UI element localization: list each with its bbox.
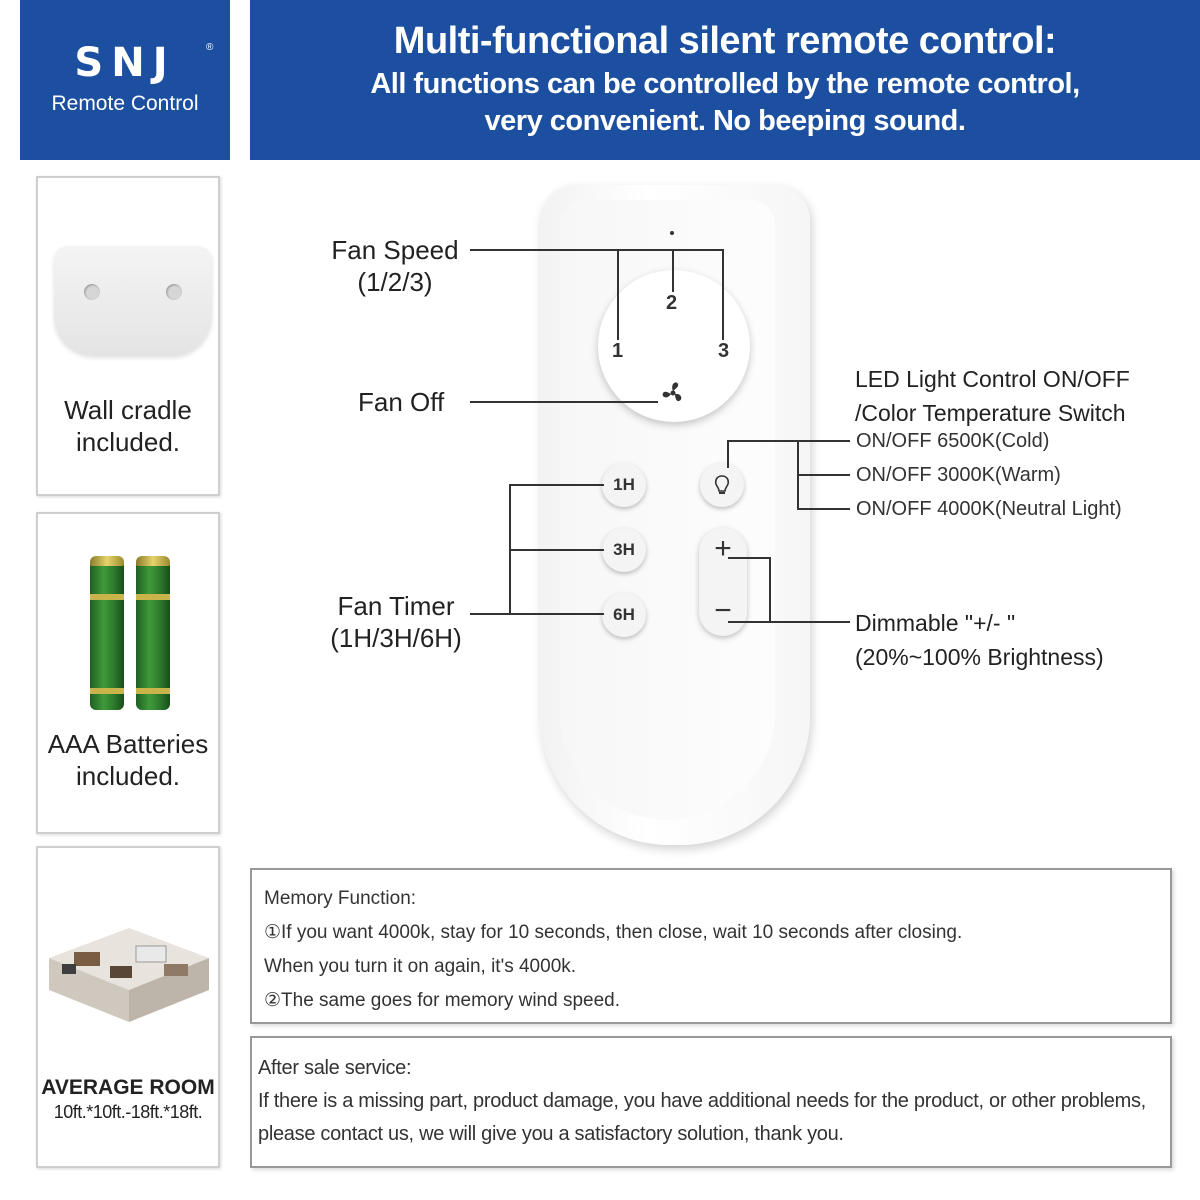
fan-timer-label: Fan Timer (1H/3H/6H) bbox=[326, 590, 466, 654]
indicator-dot bbox=[670, 231, 674, 235]
after-sale-line1: If there is a missing part, product dama… bbox=[258, 1090, 1146, 1112]
led-option-cold: ON/OFF 6500K(Cold) bbox=[856, 430, 1050, 452]
header-banner bbox=[250, 0, 1200, 160]
battery-stripe bbox=[136, 688, 170, 694]
after-sale-text: After sale service: If there is a missin… bbox=[258, 1052, 1170, 1151]
memory-function-line1: ①If you want 4000k, stay for 10 seconds,… bbox=[264, 922, 963, 943]
batteries-card bbox=[36, 512, 220, 834]
dimmer-plus-button[interactable]: + bbox=[714, 532, 732, 565]
fan-speed-dial[interactable] bbox=[598, 270, 750, 422]
after-sale-box bbox=[250, 1036, 1172, 1168]
memory-function-text: Memory Function: ①If you want 4000k, sta… bbox=[264, 882, 1164, 1018]
room-label-size: 10ft.*10ft.-18ft.*18ft. bbox=[53, 1102, 203, 1122]
wall-cradle-label: Wall cradle included. bbox=[38, 394, 218, 458]
aaa-batteries-icon bbox=[90, 556, 180, 710]
batteries-label-line1: AAA Batteries bbox=[47, 729, 209, 759]
led-option-neutral: ON/OFF 4000K(Neutral Light) bbox=[856, 498, 1122, 520]
timer-1h-button[interactable]: 1H bbox=[602, 463, 646, 507]
speed-1-label: 1 bbox=[612, 340, 624, 362]
led-control-label: LED Light Control ON/OFF /Color Temperat… bbox=[855, 362, 1130, 430]
header-subtitle: All functions can be controlled by the r… bbox=[250, 66, 1200, 140]
fan-timer-label-line1: Fan Timer bbox=[337, 591, 455, 621]
battery-stripe bbox=[136, 594, 170, 600]
memory-function-line2: When you turn it on again, it's 4000k. bbox=[264, 956, 577, 977]
brand-subtitle: Remote Control bbox=[51, 92, 199, 115]
wall-cradle-icon bbox=[54, 246, 212, 356]
screw-hole-icon bbox=[84, 284, 100, 300]
fan-timer-label-line2: (1H/3H/6H) bbox=[330, 623, 462, 653]
memory-function-box bbox=[250, 868, 1172, 1024]
dimmer-minus-button[interactable]: − bbox=[714, 594, 732, 627]
dimmer-rocker bbox=[699, 528, 747, 636]
batteries-label-line2: included. bbox=[75, 761, 181, 791]
light-toggle-button[interactable] bbox=[700, 463, 744, 507]
page-title: Multi-functional silent remote control: bbox=[393, 20, 1057, 62]
header-subtitle-line2: very convenient. No beeping sound. bbox=[484, 105, 966, 137]
battery-stripe bbox=[90, 594, 124, 600]
dimmable-label: Dimmable "+/- " (20%~100% Brightness) bbox=[855, 606, 1104, 674]
speed-2-label: 2 bbox=[666, 292, 678, 314]
fan-icon bbox=[662, 382, 682, 402]
fan-speed-label: Fan Speed (1/2/3) bbox=[330, 234, 460, 298]
bulb-icon bbox=[714, 475, 730, 494]
timer-3h-button[interactable]: 3H bbox=[602, 528, 646, 572]
batteries-label: AAA Batteries included. bbox=[38, 728, 218, 792]
led-control-label-line1: LED Light Control ON/OFF bbox=[855, 366, 1130, 392]
header-subtitle-line1: All functions can be controlled by the r… bbox=[370, 68, 1080, 100]
battery-cap bbox=[90, 556, 124, 566]
after-sale-line2: please contact us, we will give you a sa… bbox=[258, 1123, 844, 1145]
after-sale-title: After sale service: bbox=[258, 1057, 412, 1079]
battery-icon bbox=[90, 556, 124, 710]
wall-cradle-label-line1: Wall cradle bbox=[64, 395, 192, 425]
brand-logo: SNJ bbox=[74, 40, 176, 86]
battery-cap bbox=[136, 556, 170, 566]
fan-speed-label-line2: (1/2/3) bbox=[357, 267, 433, 297]
brand-logo-panel bbox=[20, 0, 230, 160]
fan-speed-label-line1: Fan Speed bbox=[331, 235, 459, 265]
memory-function-title: Memory Function: bbox=[264, 888, 417, 909]
registered-mark: ® bbox=[206, 42, 214, 53]
memory-function-line3: ②The same goes for memory wind speed. bbox=[264, 990, 621, 1011]
wall-cradle-label-line2: included. bbox=[75, 427, 181, 457]
room-label-title: AVERAGE ROOM bbox=[41, 1076, 215, 1099]
speed-3-label: 3 bbox=[718, 340, 730, 362]
room-illustration-icon bbox=[49, 928, 209, 1022]
dimmable-label-line1: Dimmable "+/- " bbox=[855, 610, 1016, 636]
dimmable-label-line2: (20%~100% Brightness) bbox=[855, 644, 1104, 670]
timer-6h-button[interactable]: 6H bbox=[602, 593, 646, 637]
led-option-warm: ON/OFF 3000K(Warm) bbox=[856, 464, 1061, 486]
battery-icon bbox=[136, 556, 170, 710]
fan-off-label: Fan Off bbox=[358, 387, 445, 417]
battery-stripe bbox=[90, 688, 124, 694]
screw-hole-icon bbox=[166, 284, 182, 300]
led-control-label-line2: /Color Temperature Switch bbox=[855, 400, 1126, 426]
